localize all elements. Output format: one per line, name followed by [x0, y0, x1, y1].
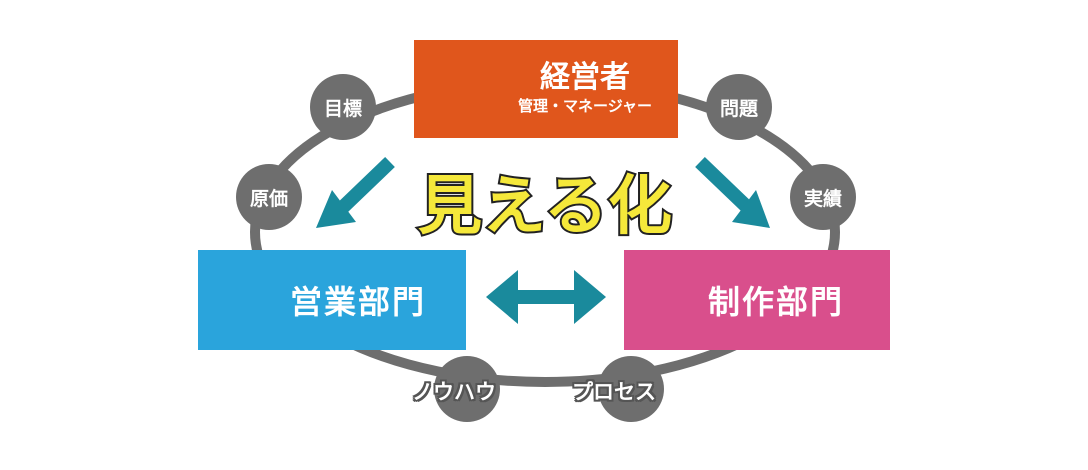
arrow-bidirectional [486, 270, 606, 324]
executive-title: 経営者 [540, 60, 631, 95]
results-circle: 実績 [790, 164, 856, 230]
arrow-down-left [316, 156, 395, 228]
center-highlight-text: 見える化 [418, 170, 672, 244]
cost-circle: 原価 [236, 164, 302, 230]
process-circle [598, 356, 664, 422]
production-department-title: 制作部門 [708, 283, 845, 321]
results-label: 実績 [803, 187, 842, 210]
goal-label: 目標 [323, 97, 362, 120]
process-label: プロセス [572, 380, 656, 404]
sales-department-box: 営業部門 [198, 250, 466, 350]
problem-circle: 問題 [706, 74, 772, 140]
problem-label: 問題 [719, 97, 758, 120]
knowhow-label: ノウハウ [412, 380, 496, 404]
goal-circle: 目標 [310, 74, 376, 140]
executive-subtitle: 管理・マネージャー [518, 97, 652, 115]
cost-label: 原価 [249, 187, 288, 210]
arrow-down-right [695, 156, 770, 228]
knowhow-circle [434, 356, 500, 422]
executive-box: 経営者 管理・マネージャー [414, 40, 678, 138]
sales-department-title: 営業部門 [290, 283, 427, 321]
production-department-box: 制作部門 [624, 250, 890, 350]
